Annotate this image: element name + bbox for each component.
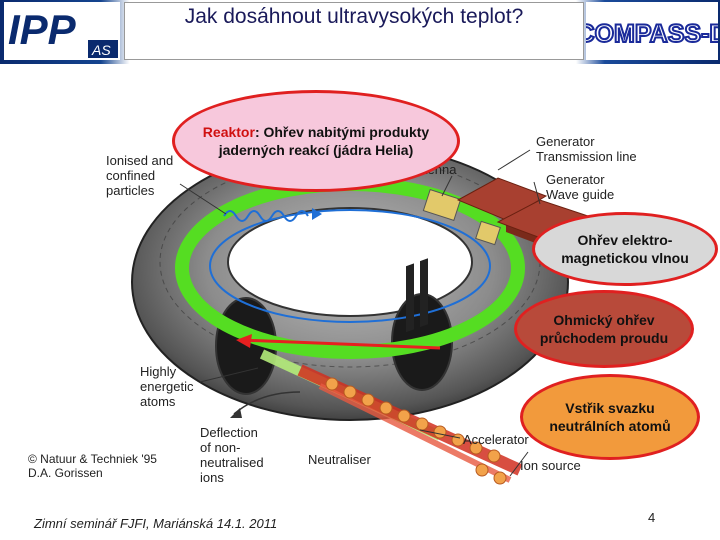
magnetic-field-line [209, 209, 491, 323]
reactor-keyword: Reaktor [202, 124, 255, 140]
field-arrow-icon [312, 208, 322, 220]
deflection-arrowhead-icon [230, 408, 242, 418]
leader-lines [179, 149, 541, 477]
label-generator-waveguide: Generator Wave guide [546, 172, 615, 202]
compass-logo: COMPASS-D [586, 2, 718, 60]
current-arrowhead-icon [236, 334, 252, 348]
bubble-em-wave-heating: Ohřev elektro- magnetickou vlnou [532, 212, 718, 286]
label-ion-source: Ion source [520, 458, 581, 473]
bubble-beam-heating: Vstřik svazku neutrálních atomů [520, 374, 700, 460]
current-arrow [239, 338, 441, 350]
label-deflection: Deflection of non- neutralised ions [200, 425, 264, 485]
ipp-logo-text: IPP [8, 6, 77, 53]
label-neutraliser: Neutraliser [308, 452, 371, 467]
footer-text: Zimní seminář FJFI, Mariánská 14.1. 2011 [34, 516, 278, 531]
accelerator-grid [406, 258, 428, 333]
em-wave-text: Ohřev elektro- magnetickou vlnou [561, 232, 689, 266]
bubble-ohmic-heating: Ohmický ohřev průchodem proudu [514, 290, 694, 368]
image-credit: © Natuur & Techniek '95 D.A. Gorissen [28, 452, 157, 480]
page-title: Jak dosáhnout ultravysokých teplot? [124, 2, 584, 60]
label-energetic-atoms: Highly energetic atoms [140, 364, 194, 409]
particle-gyration [223, 210, 309, 222]
bubble-reactor-heating: Reaktor: Ohřev nabitými produkty jaderný… [172, 90, 460, 192]
label-accelerator: Accelerator [463, 432, 529, 447]
ohmic-text: Ohmický ohřev průchodem proudu [539, 312, 669, 346]
page-number: 4 [648, 510, 656, 525]
label-generator-transmission: Generator Transmission line [536, 134, 637, 164]
beam-text: Vstřik svazku neutrálních atomů [549, 400, 671, 434]
neutral-beam [259, 258, 523, 485]
ipp-logo-sub: AS [91, 42, 111, 58]
compass-logo-text: COMPASS-D [586, 20, 718, 48]
ipp-logo: IPP AS [4, 2, 120, 60]
label-ionised-particles: Ionised and confined particles [106, 153, 174, 198]
reactor-description: : Ohřev nabitými produkty jaderných reak… [218, 124, 430, 158]
slide-header: IPP AS Jak dosáhnout ultravysokých teplo… [0, 0, 720, 64]
